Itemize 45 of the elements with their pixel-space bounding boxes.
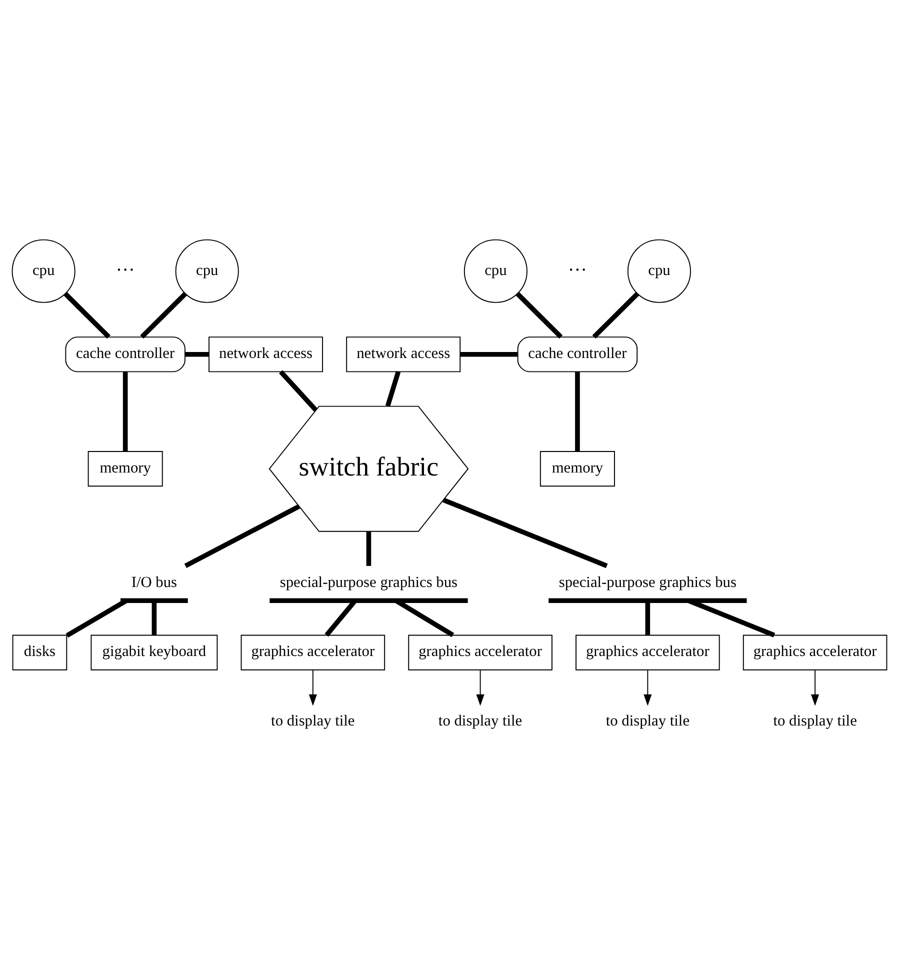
- node-box: gigabit keyboard: [90, 634, 218, 670]
- connector: [592, 292, 639, 339]
- node-circle: cpu: [12, 239, 76, 303]
- node-box: memory: [88, 451, 163, 487]
- connector: [385, 370, 401, 407]
- node-box: memory: [540, 451, 615, 487]
- node-text: to display tile: [438, 712, 522, 730]
- node-box: network access: [208, 336, 324, 372]
- node-text: I/O bus: [131, 574, 178, 591]
- connector: [64, 292, 110, 339]
- node-box: disks: [12, 634, 68, 670]
- node-circle: cpu: [627, 239, 692, 303]
- connector: [184, 504, 300, 568]
- arrow: [308, 670, 317, 706]
- connector: [152, 600, 157, 636]
- node-box: graphics accelerator: [408, 634, 552, 670]
- node-box: graphics accelerator: [742, 634, 888, 670]
- connector: [122, 372, 128, 452]
- connector: [185, 352, 209, 357]
- node-circle: cpu: [464, 239, 528, 303]
- node-text: to display tile: [773, 712, 857, 730]
- connector: [140, 292, 187, 339]
- node-text: to display tile: [606, 712, 690, 730]
- connector: [66, 598, 128, 638]
- connector: [645, 600, 650, 636]
- node-box: graphics accelerator: [240, 634, 386, 670]
- arrow: [476, 670, 484, 706]
- node-box: network access: [346, 336, 461, 372]
- label: ···: [568, 260, 588, 281]
- node-circle: cpu: [175, 239, 239, 303]
- connector: [575, 372, 580, 452]
- connector: [366, 532, 372, 566]
- arrow: [811, 670, 820, 706]
- node-text: to display tile: [271, 712, 355, 730]
- arrow: [644, 670, 652, 706]
- node-box: graphics accelerator: [576, 634, 720, 670]
- node-box: cache controller: [65, 336, 186, 372]
- node-box: cache controller: [517, 336, 638, 372]
- node-text: special-purpose graphics bus: [558, 574, 736, 591]
- connector: [516, 292, 563, 339]
- connector: [460, 352, 518, 357]
- node-text: special-purpose graphics bus: [280, 574, 458, 591]
- label: ···: [116, 260, 135, 281]
- connector: [278, 370, 318, 412]
- connector: [442, 498, 608, 568]
